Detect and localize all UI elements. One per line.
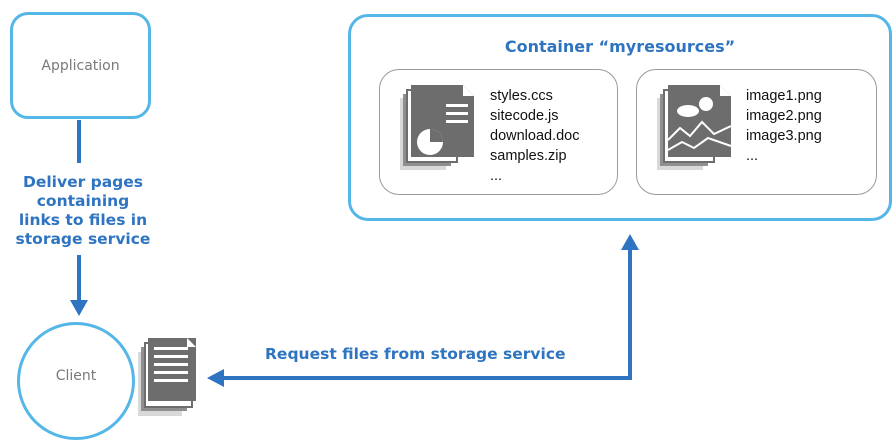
application-label: Application [41, 57, 120, 74]
diagram-graphics [70, 85, 732, 416]
request-files-label: Request files from storage service [265, 345, 566, 363]
client-label: Client [55, 368, 97, 384]
file-item: samples.zip [490, 148, 567, 164]
images-file-list: image1.png image2.png image3.png ... [746, 86, 822, 166]
file-item: image1.png [746, 88, 822, 104]
file-item: image2.png [746, 108, 822, 124]
container-title: Container “myresources” [504, 37, 736, 56]
documents-file-list: styles.ccs sitecode.js download.doc samp… [490, 86, 580, 186]
file-item: ... [746, 148, 759, 164]
deliver-pages-label: Deliver pages containing links to files … [2, 173, 164, 249]
deliver-line-4: storage service [15, 230, 151, 248]
file-item: sitecode.js [490, 108, 559, 124]
image-stack-icon [657, 85, 732, 170]
document-stack-chart-icon [400, 85, 474, 170]
images-group [636, 69, 877, 195]
connector-request [222, 248, 632, 380]
file-item: ... [490, 168, 503, 184]
arrowhead-up [621, 234, 639, 250]
container-box [348, 14, 892, 221]
deliver-line-2: containing [36, 192, 130, 210]
documents-group [379, 69, 618, 195]
deliver-line-1: Deliver pages [22, 173, 144, 191]
application-box: Application [10, 12, 151, 119]
client-documents-icon [138, 338, 196, 416]
arrowhead-left [207, 369, 224, 387]
arrowhead-down [70, 300, 88, 316]
file-item: styles.ccs [490, 88, 553, 104]
deliver-line-3: links to files in [18, 211, 148, 229]
file-item: download.doc [490, 128, 580, 144]
file-item: image3.png [746, 128, 822, 144]
